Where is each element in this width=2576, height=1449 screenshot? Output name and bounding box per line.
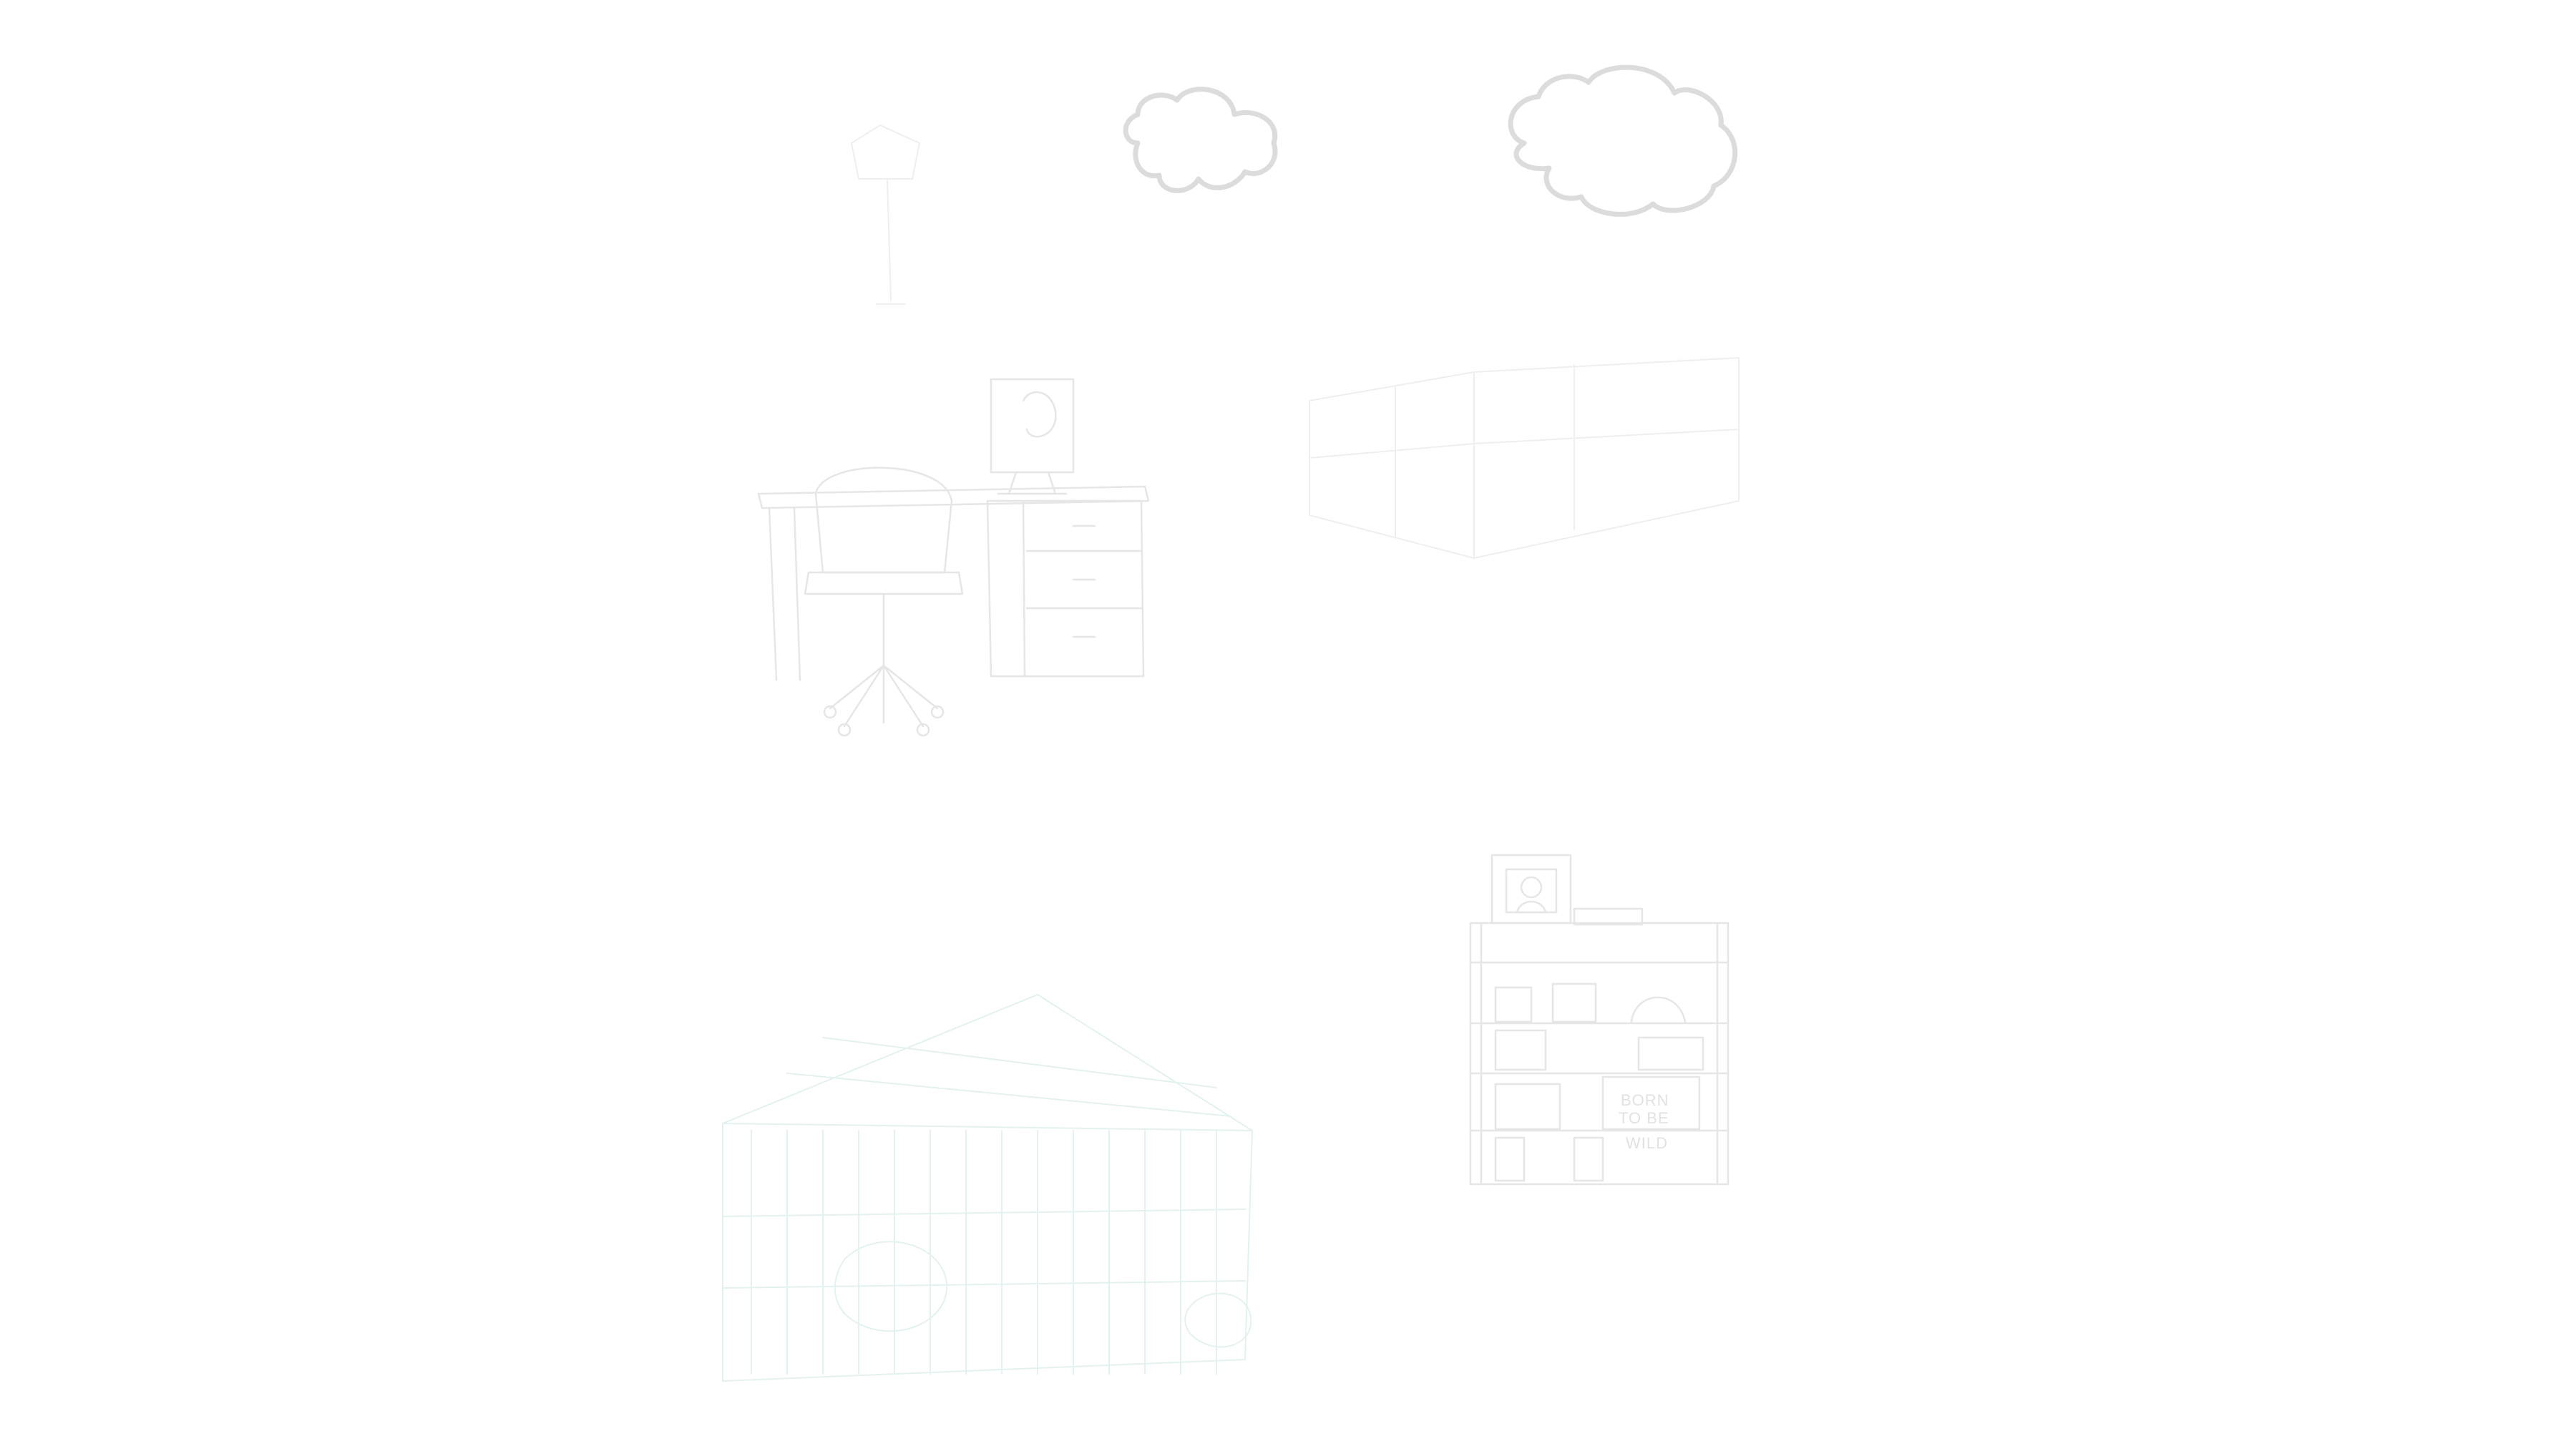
poster-text: BORN TO BE WILD xyxy=(1619,1091,1669,1152)
desk-sketch xyxy=(757,378,1150,737)
cloud-small xyxy=(1123,87,1278,193)
poster-line-1: BORN xyxy=(1621,1091,1669,1109)
poster-line-2: TO BE xyxy=(1619,1109,1669,1127)
cloud-large xyxy=(1508,64,1738,217)
poster-line-3: WILD xyxy=(1626,1134,1668,1152)
bookshelf-sketch xyxy=(1469,854,1729,1186)
lamp-sketch xyxy=(851,125,920,305)
bunk-bed-sketch xyxy=(722,994,1253,1382)
window-sketch xyxy=(1309,357,1740,559)
